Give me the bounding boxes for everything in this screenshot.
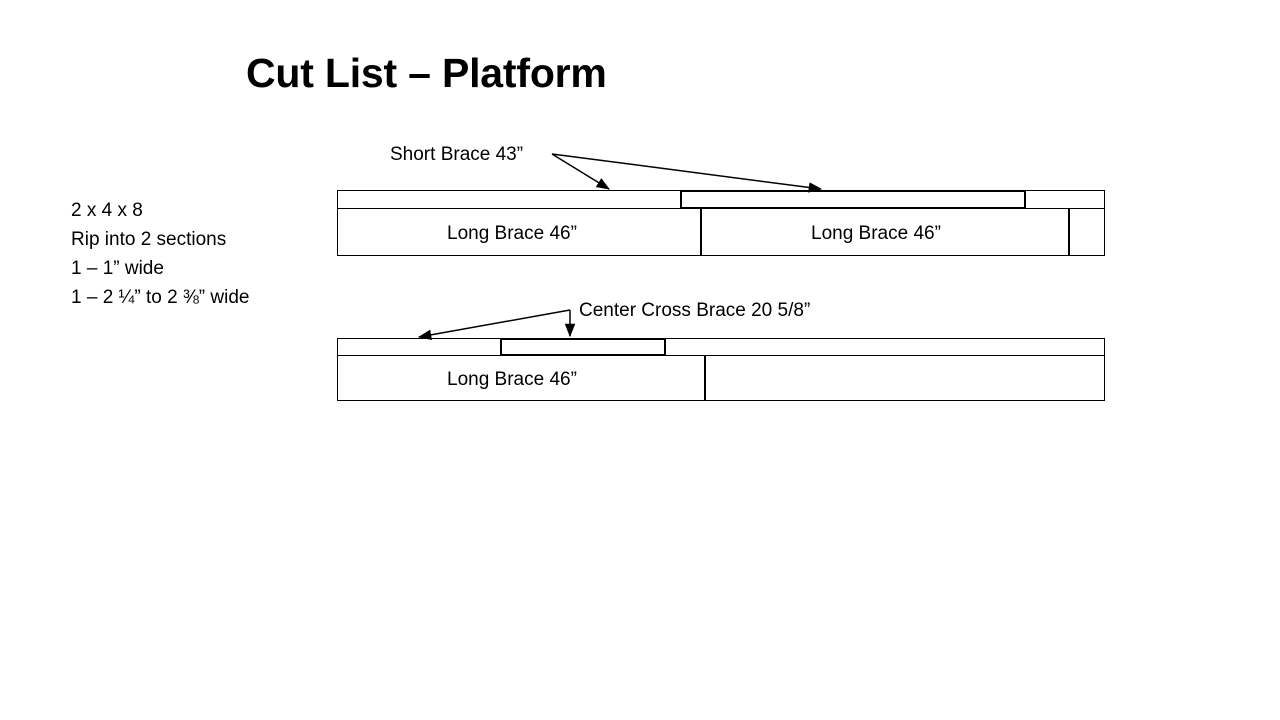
arrow-center-cross-brace-left [417,309,571,341]
bottom-diagram-cell-label-1: Long Brace 46” [447,369,577,390]
stock-note-line-1: 2 x 4 x 8 [71,200,143,221]
top-diagram-long-brace-cell-2 [701,208,1069,256]
bottom-diagram-strip-cell-3 [665,338,1105,356]
top-diagram-long-brace-cell-1 [337,208,701,256]
callout-short-brace-label: Short Brace 43” [390,144,524,165]
stock-note-line-3: 1 – 1” wide [71,258,164,279]
arrow-short-brace-left [551,153,611,190]
stock-notes: 2 x 4 x 8 Rip into 2 sections 1 – 1” wid… [71,196,321,312]
top-diagram-cell-label-1: Long Brace 46” [447,223,577,244]
bottom-diagram-strip-cell-1 [337,338,501,356]
top-diagram-offcut-cell [1069,208,1105,256]
stock-note-line-4: 1 – 2 ¼” to 2 ⅜” wide [71,287,250,308]
bottom-diagram-center-cross-brace-piece [500,338,666,356]
bottom-diagram-long-brace-cell-1 [337,355,705,401]
top-diagram-short-brace-piece [680,190,1026,209]
top-diagram-cell-label-2: Long Brace 46” [811,223,941,244]
stock-note-line-2: Rip into 2 sections [71,229,227,250]
page-title: Cut List – Platform [246,50,607,96]
bottom-diagram-empty-cell [705,355,1105,401]
arrow-short-brace-right [551,153,823,193]
callout-center-cross-brace-label: Center Cross Brace 20 5/8” [579,300,811,321]
